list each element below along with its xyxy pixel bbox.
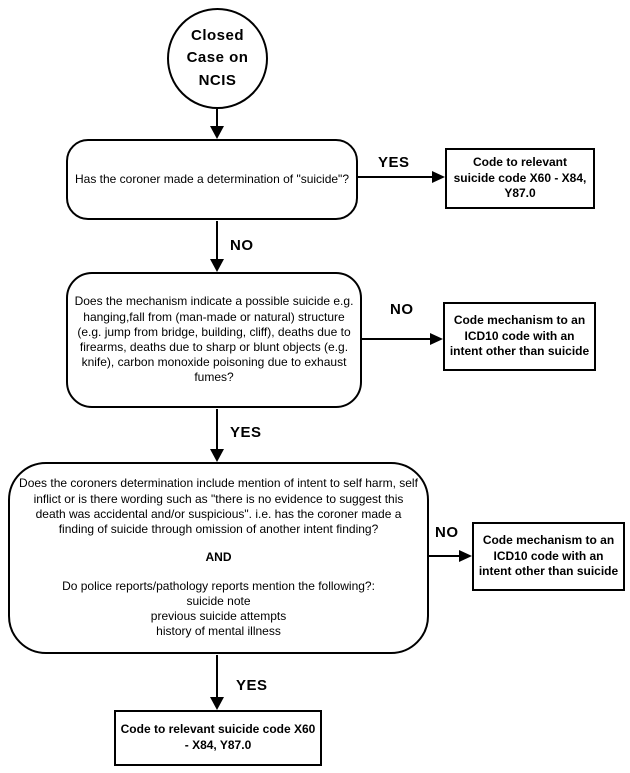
edge-label-no-3: NO xyxy=(435,524,459,541)
decision-mechanism-indicates-suicide: Does the mechanism indicate a possible s… xyxy=(66,272,362,408)
final-text: Code to relevant suicide code X60 - X84,… xyxy=(120,722,316,752)
decision3-paragraph1: Does the coroners determination include … xyxy=(19,476,418,537)
arrowhead-down-icon xyxy=(210,697,224,710)
arrowhead-right-icon xyxy=(432,171,445,183)
connector-line-start-decision1 xyxy=(216,109,218,128)
arrowhead-down-icon xyxy=(210,126,224,139)
outcome3-text: Code mechanism to an ICD10 code with an … xyxy=(478,533,619,579)
start-label: Closed Case on NCIS xyxy=(186,26,249,89)
arrowhead-right-icon xyxy=(430,333,443,345)
edge-label-yes-2: YES xyxy=(230,424,262,441)
arrowhead-right-icon xyxy=(459,550,472,562)
decision-intent-omission-and-reports: Does the coroners determination include … xyxy=(8,462,429,654)
outcome2-text: Code mechanism to an ICD10 code with an … xyxy=(449,313,590,359)
outcome-code-suicide-top: Code to relevant suicide code X60 - X84,… xyxy=(445,148,595,209)
decision1-text: Has the coroner made a determination of … xyxy=(74,171,349,186)
decision-coroner-determination: Has the coroner made a determination of … xyxy=(66,139,358,220)
connector-line-decision3-outcome3 xyxy=(429,555,460,557)
decision3-paragraph2-intro: Do police reports/pathology reports ment… xyxy=(62,578,375,593)
decision3-item-mental-illness: history of mental illness xyxy=(156,624,281,639)
decision2-text: Does the mechanism indicate a possible s… xyxy=(74,294,354,385)
connector-line-decision2-decision3 xyxy=(216,409,218,450)
connector-line-decision1-outcome1 xyxy=(358,176,432,178)
outcome-code-other-intent-top: Code mechanism to an ICD10 code with an … xyxy=(443,302,596,371)
edge-label-yes-1: YES xyxy=(378,154,410,171)
outcome1-text: Code to relevant suicide code X60 - X84,… xyxy=(453,155,587,201)
decision3-item-previous-attempts: previous suicide attempts xyxy=(150,609,287,624)
connector-line-decision1-decision2 xyxy=(216,221,218,259)
decision3-item-suicide-note: suicide note xyxy=(186,593,251,608)
connector-line-decision3-final xyxy=(216,655,218,698)
outcome-code-other-intent-bottom: Code mechanism to an ICD10 code with an … xyxy=(472,522,625,591)
outcome-code-suicide-final: Code to relevant suicide code X60 - X84,… xyxy=(114,710,322,766)
edge-label-no-1: NO xyxy=(230,237,254,254)
arrowhead-down-icon xyxy=(210,449,224,462)
start-node: Closed Case on NCIS xyxy=(167,8,268,109)
arrowhead-down-icon xyxy=(210,259,224,272)
edge-label-no-2: NO xyxy=(390,301,414,318)
connector-line-decision2-outcome2 xyxy=(362,338,430,340)
decision3-and-label: AND xyxy=(205,550,232,565)
edge-label-yes-3: YES xyxy=(236,677,268,694)
